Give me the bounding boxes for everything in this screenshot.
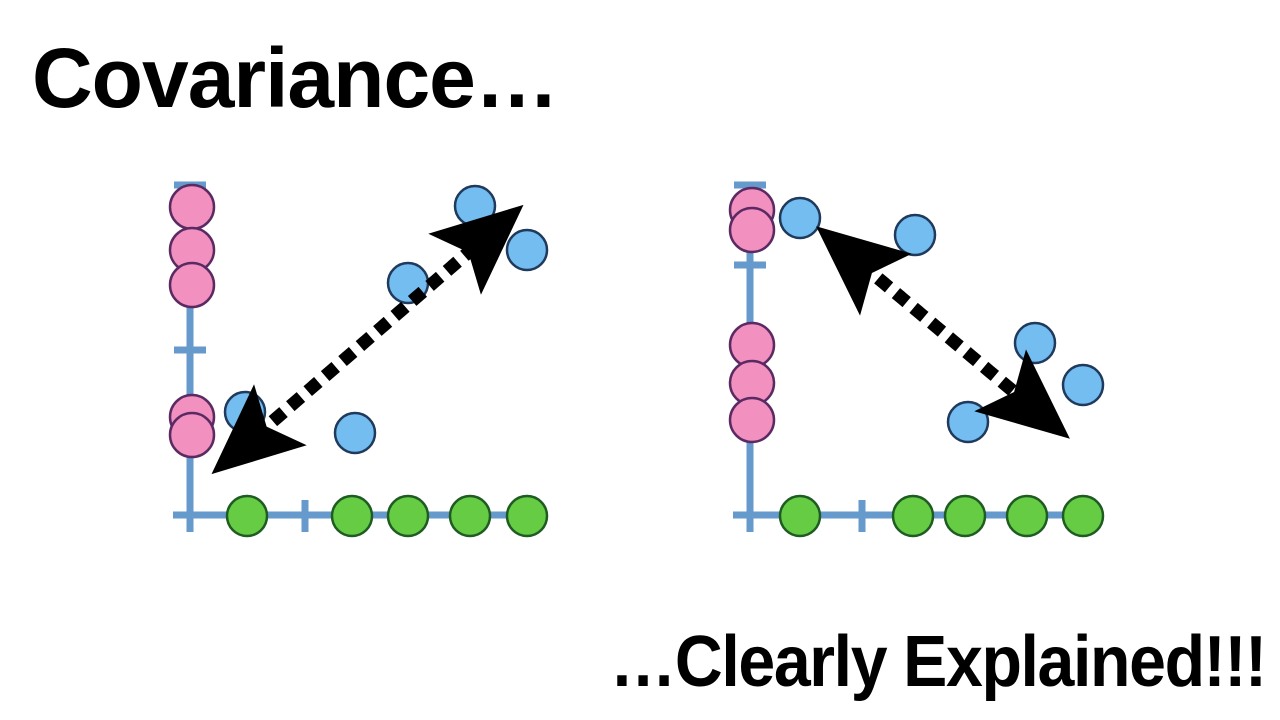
pink-dot <box>168 261 216 309</box>
pink-dot <box>168 411 216 459</box>
blue-dot <box>778 196 822 240</box>
chart-positive-covariance <box>168 181 549 538</box>
trend-arrow-right <box>816 226 1070 439</box>
pink-dot <box>728 359 776 407</box>
blue-dot <box>946 400 990 444</box>
chart-negative-covariance <box>728 181 1105 538</box>
x-marginal-dots-right <box>778 494 1105 538</box>
axes-left <box>173 181 539 532</box>
page-title: Covariance… <box>32 31 559 125</box>
green-dot <box>778 494 822 538</box>
x-marginal-dots-left <box>225 494 549 538</box>
y-marginal-dots-right <box>728 186 776 444</box>
scatter-dots-left <box>223 184 549 455</box>
pink-dot <box>728 186 776 234</box>
green-dot <box>891 494 935 538</box>
green-dot <box>943 494 987 538</box>
green-dot <box>330 494 374 538</box>
pink-dot <box>168 393 216 441</box>
green-dot <box>1061 494 1105 538</box>
y-marginal-dots-left <box>168 183 216 459</box>
blue-dot <box>223 390 267 434</box>
green-dot <box>1005 494 1049 538</box>
pink-dot <box>168 183 216 231</box>
pink-dot <box>728 321 776 369</box>
pink-dot <box>728 206 776 254</box>
blue-dot <box>893 213 937 257</box>
page-subtitle: …Clearly Explained!!! <box>610 622 1267 702</box>
scatter-dots-right <box>778 196 1105 444</box>
pink-dot <box>168 226 216 274</box>
axes-right <box>733 181 1095 532</box>
green-dot <box>448 494 492 538</box>
blue-dot <box>386 261 430 305</box>
pink-dot <box>728 396 776 444</box>
blue-dot <box>1013 321 1057 365</box>
green-dot <box>386 494 430 538</box>
trend-arrow-left <box>211 204 524 475</box>
blue-dot <box>453 184 497 228</box>
blue-dot <box>333 411 377 455</box>
blue-dot <box>1061 363 1105 407</box>
green-dot <box>505 494 549 538</box>
blue-dot <box>505 228 549 272</box>
green-dot <box>225 494 269 538</box>
